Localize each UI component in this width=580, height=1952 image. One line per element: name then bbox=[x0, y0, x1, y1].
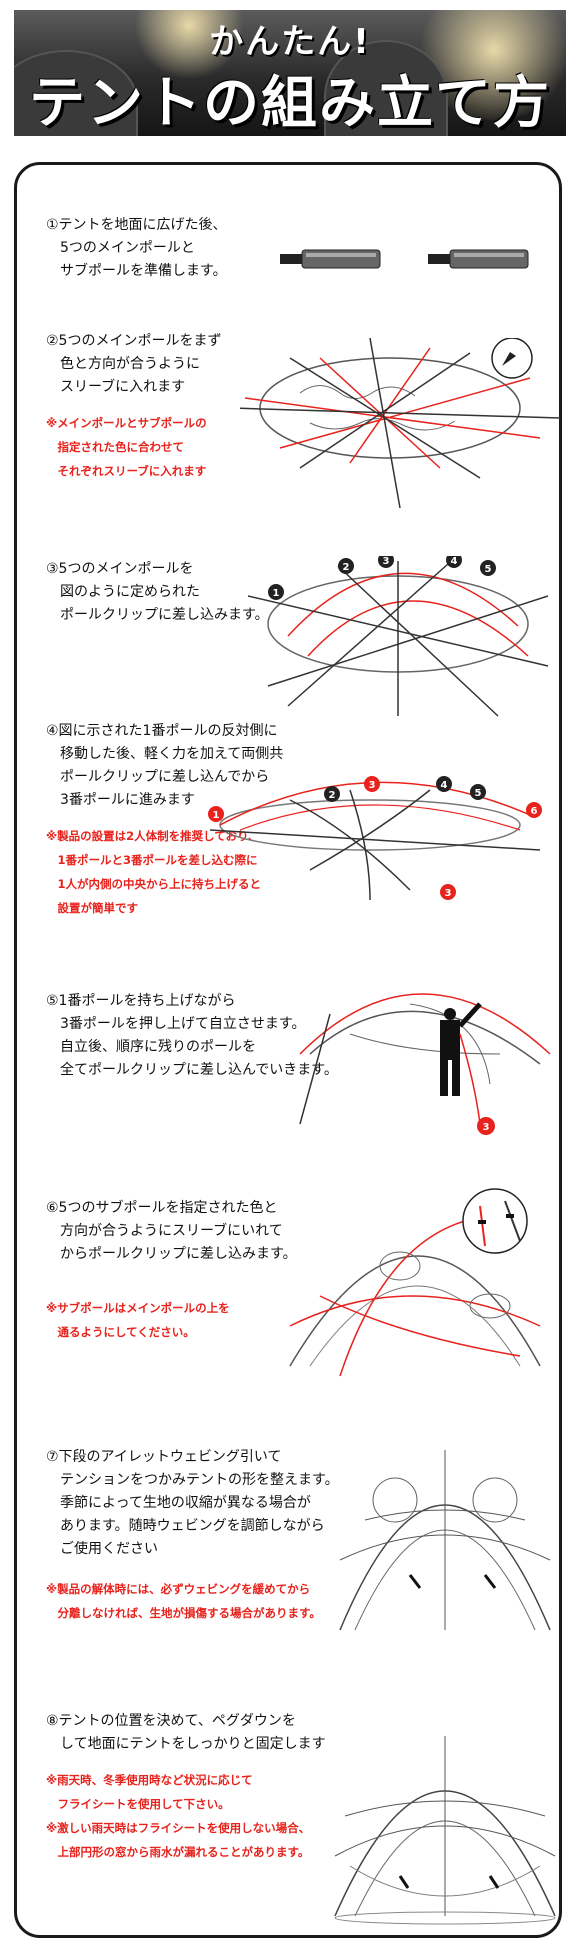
step-7-note: ※製品の解体時には、必ずウェビングを緩めてから 分離しなければ、生地が損傷する場… bbox=[46, 1582, 321, 1620]
step-8: ⑧テントの位置を決めて、ペグダウンを して地面にテントをしっかりと固定します ※… bbox=[46, 1710, 346, 1864]
step-2-note: ※メインポールとサブポールの 指定された色に合わせて それぞれスリーブに入れます bbox=[46, 416, 207, 478]
pole-number-3: 3 bbox=[369, 780, 376, 791]
step-8-note: ※雨天時、冬季使用時など状況に応じて フライシートを使用して下さい。 ※激しい雨… bbox=[46, 1773, 311, 1859]
pole-number-2: 2 bbox=[329, 790, 336, 801]
step-7: ⑦下段のアイレットウェビング引いて テンションをつかみテントの形を整えます。 季… bbox=[46, 1446, 346, 1625]
pole-number-2: 2 bbox=[343, 562, 350, 573]
pole-number-3: 3 bbox=[445, 888, 452, 899]
step-2-text: ②5つのメインポールをまず 色と方向が合うように スリーブに入れます bbox=[46, 333, 222, 395]
webbing-tension-illustration bbox=[335, 1440, 555, 1640]
step-6-note: ※サブポールはメインポールの上を 通るようにしてください。 bbox=[46, 1301, 230, 1339]
sub-pole-illustration bbox=[280, 1186, 550, 1406]
pole-number-4: 4 bbox=[451, 556, 458, 567]
tent-flat-illustration bbox=[240, 338, 560, 508]
step-3: ③5つのメインポールを 図のように定められた ポールクリップに差し込みます。 bbox=[46, 558, 346, 627]
step-2: ②5つのメインポールをまず 色と方向が合うように スリーブに入れます ※メインポ… bbox=[46, 330, 346, 483]
content-frame bbox=[14, 162, 562, 1938]
step-4: ④図に示された1番ポールの反対側に 移動した後、軽く力を加えて両側共 ポールクリ… bbox=[46, 720, 346, 920]
step-4-text: ④図に示された1番ポールの反対側に 移動した後、軽く力を加えて両側共 ポールクリ… bbox=[46, 723, 284, 808]
step-5: ⑤1番ポールを持ち上げながら 3番ポールを押し上げて自立させます。 自立後、順序… bbox=[46, 990, 346, 1082]
header-subtitle: かんたん! bbox=[209, 22, 371, 62]
pole-number-3: 3 bbox=[483, 1122, 490, 1133]
dome-silhouette bbox=[324, 40, 448, 136]
pole-clip-illustration: 1 2 3 4 5 bbox=[248, 556, 558, 726]
pole-number-1: 1 bbox=[213, 810, 220, 821]
step-6: ⑥5つのサブポールを指定された色と 方向が合うようにスリーブにいれて からポール… bbox=[46, 1197, 346, 1344]
step-8-text: ⑧テントの位置を決めて、ペグダウンを して地面にテントをしっかりと固定します bbox=[46, 1713, 326, 1752]
pole-number-1: 1 bbox=[273, 588, 280, 599]
page-title: テントの組み立て方 bbox=[29, 71, 551, 136]
header-banner: かんたん! テントの組み立て方 bbox=[14, 10, 566, 136]
step-6-text: ⑥5つのサブポールを指定された色と 方向が合うようにスリーブにいれて からポール… bbox=[46, 1200, 297, 1262]
self-standing-illustration: 3 bbox=[290, 974, 560, 1144]
poles-illustration bbox=[280, 240, 530, 280]
step-4-note: ※製品の設置は2人体制を推奨しており、 1番ポールと3番ポールを差し込む際に 1… bbox=[46, 829, 261, 915]
pole-number-6: 6 bbox=[531, 806, 538, 817]
pole-number-3: 3 bbox=[383, 556, 390, 567]
step-3-text: ③5つのメインポールを 図のように定められた ポールクリップに差し込みます。 bbox=[46, 561, 269, 623]
step-1: ①テントを地面に広げた後、 5つのメインポールと サブポールを準備します。 bbox=[46, 214, 346, 283]
peg-down-illustration bbox=[330, 1726, 560, 1926]
pole-number-5: 5 bbox=[475, 788, 482, 799]
pole-number-4: 4 bbox=[441, 780, 448, 791]
raise-pole-illustration: 1 2 3 4 5 6 3 bbox=[200, 770, 550, 900]
pole-number-5: 5 bbox=[485, 564, 492, 575]
step-1-text: ①テントを地面に広げた後、 5つのメインポールと サブポールを準備します。 bbox=[46, 217, 227, 279]
step-5-text: ⑤1番ポールを持ち上げながら 3番ポールを押し上げて自立させます。 自立後、順序… bbox=[46, 993, 338, 1078]
step-7-text: ⑦下段のアイレットウェビング引いて テンションをつかみテントの形を整えます。 季… bbox=[46, 1449, 339, 1557]
